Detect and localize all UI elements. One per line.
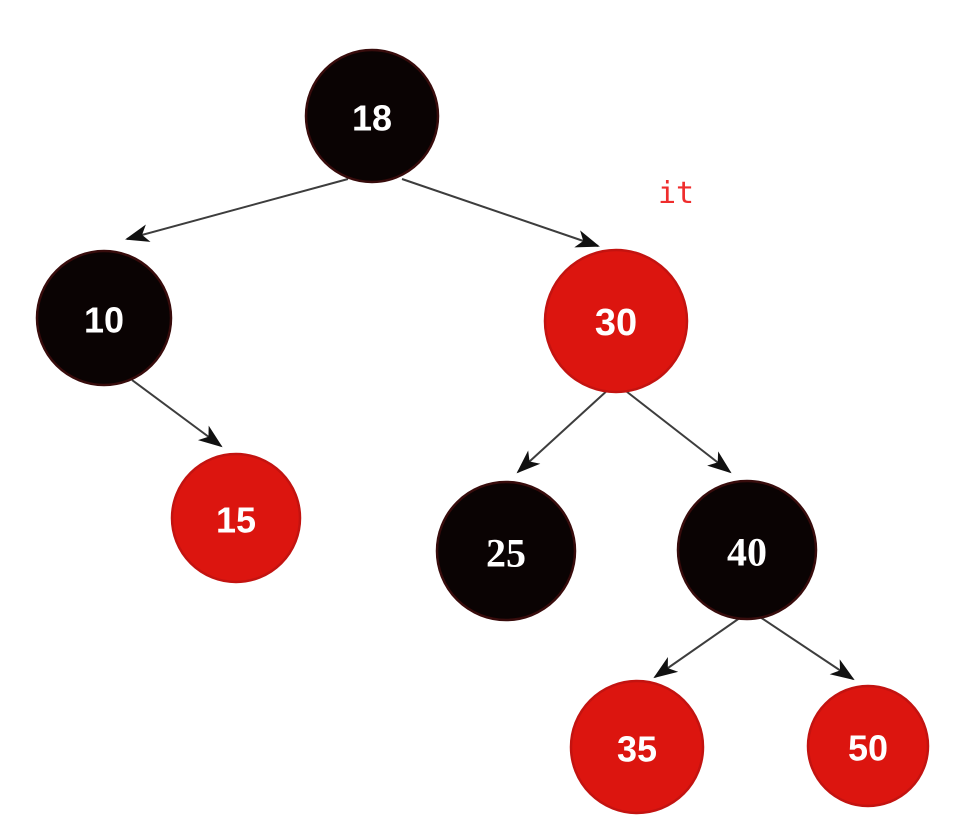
tree-node-15: 15: [170, 452, 302, 584]
edge-40-35: [653, 614, 745, 679]
node-circle-25: [435, 480, 577, 622]
edge-18-30: [401, 178, 600, 248]
node-value-label-25: 25: [486, 531, 526, 576]
nodes-layer: 18 10 30 15 25 40 35 50: [35, 48, 930, 815]
node-circle-18: [304, 48, 440, 184]
tree-node-10: 10: [35, 249, 173, 387]
tree-node-35: 35: [569, 679, 705, 815]
node-value-label-15: 15: [216, 500, 256, 541]
edge-10-15: [131, 379, 223, 448]
node-circle-30: [543, 248, 689, 394]
tree-node-18: 18: [304, 48, 440, 184]
it-pointer-label: it: [658, 176, 694, 211]
node-circle-35: [569, 679, 705, 815]
node-value-label-35: 35: [617, 729, 657, 770]
edge-30-25: [516, 387, 611, 474]
tree-node-30: 30: [543, 248, 689, 394]
node-value-label-10: 10: [84, 300, 124, 341]
node-circle-40: [676, 479, 818, 621]
node-value-label-30: 30: [595, 302, 637, 344]
annotation-layer: it: [658, 176, 694, 211]
tree-node-50: 50: [806, 684, 930, 808]
node-value-label-40: 40: [727, 530, 767, 575]
edge-18-10: [125, 178, 349, 242]
tree-node-25: 25: [435, 480, 577, 622]
tree-node-40: 40: [676, 479, 818, 621]
node-circle-10: [35, 249, 173, 387]
node-circle-15: [170, 452, 302, 584]
node-value-label-50: 50: [848, 728, 888, 769]
node-circle-50: [806, 684, 930, 808]
edge-30-40: [621, 387, 732, 474]
edges-layer: [125, 178, 855, 681]
node-value-label-18: 18: [352, 98, 392, 139]
edge-40-50: [756, 614, 855, 681]
